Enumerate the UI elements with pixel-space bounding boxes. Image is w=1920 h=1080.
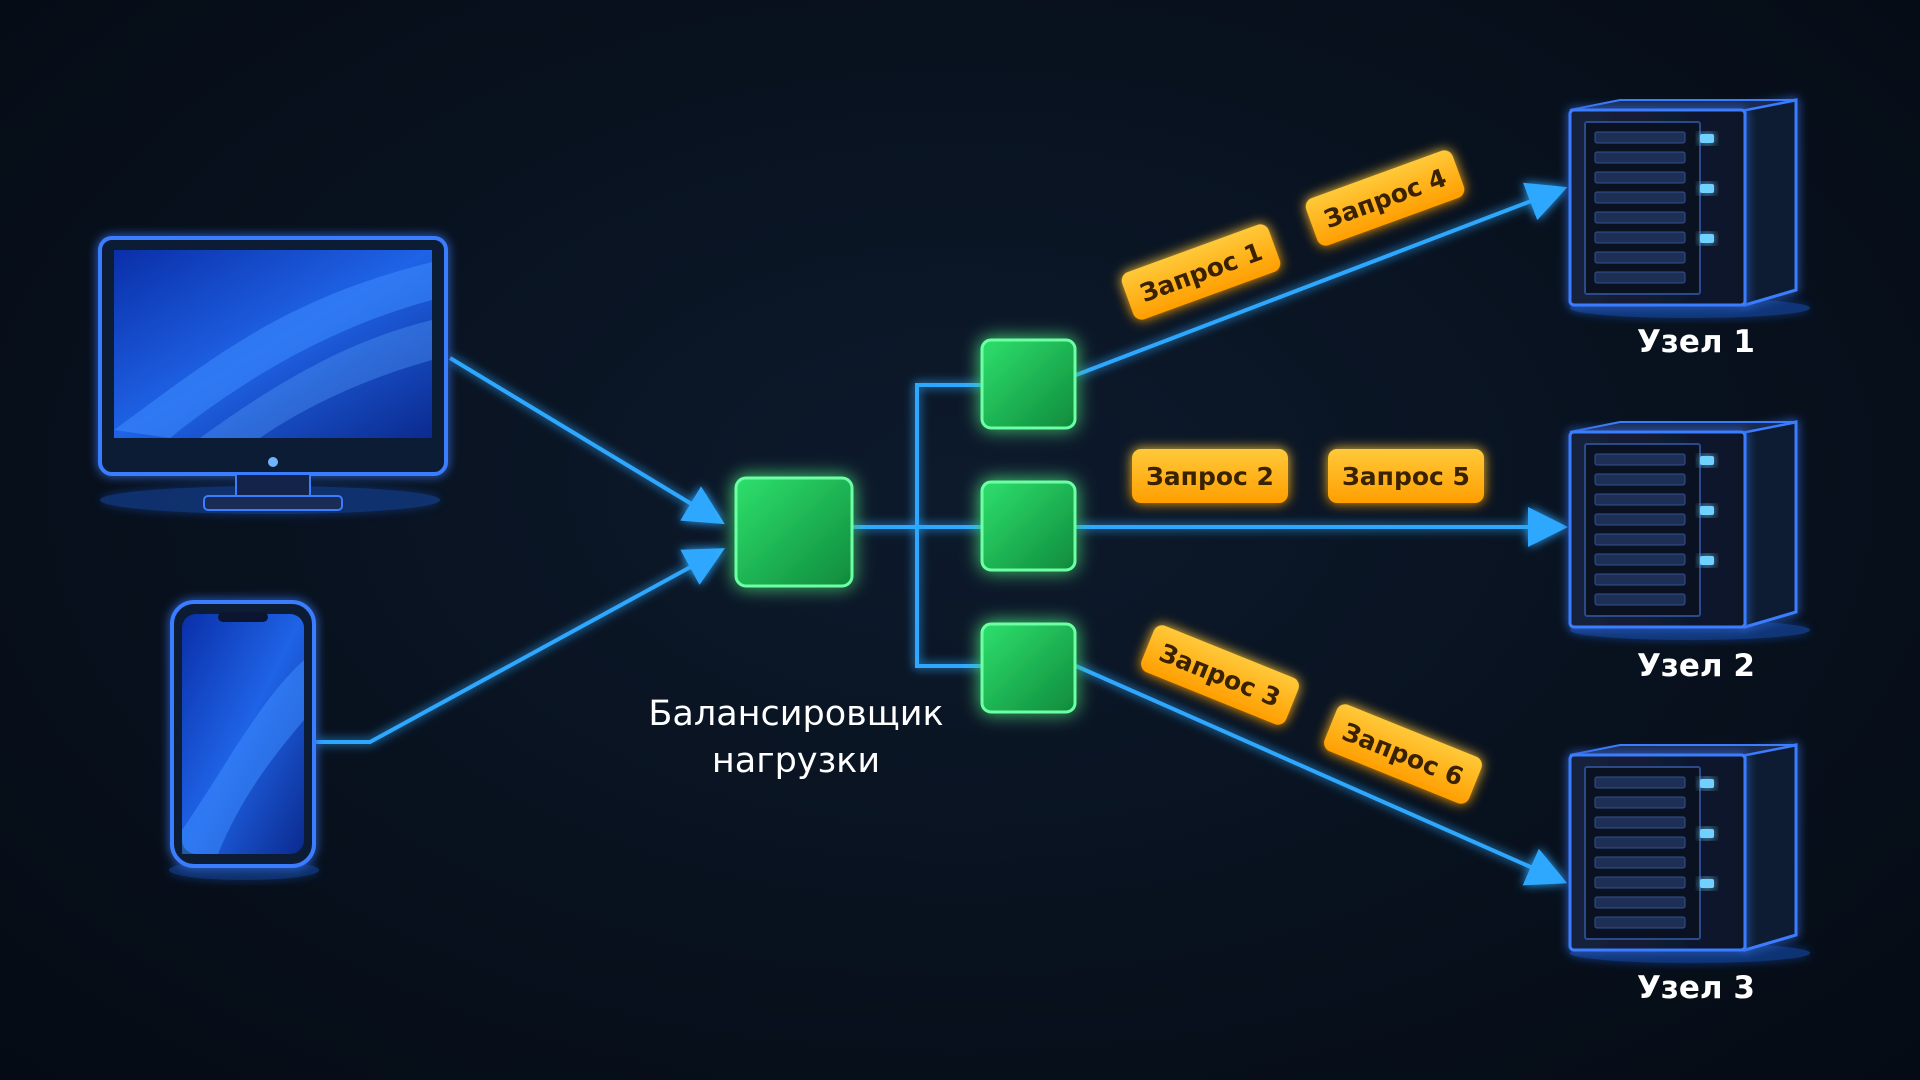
node-label-2: Узел 2 — [1637, 648, 1755, 684]
load-balancer-label-line2: нагрузки — [712, 741, 880, 781]
request-badge-label: Запрос 5 — [1342, 462, 1470, 491]
splitter-cube-2 — [980, 480, 1077, 572]
load-balancer-label-line1: Балансировщик — [648, 694, 943, 734]
request-badge: Запрос 2 — [1132, 449, 1288, 503]
splitter-cubes — [980, 338, 1077, 714]
desktop-monitor-icon — [98, 236, 448, 514]
servers — [1568, 98, 1810, 963]
server-rack-icon — [1568, 743, 1810, 963]
server-rack-icon — [1568, 98, 1810, 318]
line-to-node-3 — [1075, 664, 1568, 886]
connections — [315, 182, 1568, 886]
server-rack-icon — [1568, 420, 1810, 640]
request-badge: Запрос 3 — [1141, 625, 1299, 725]
line-desktop-to-balancer — [448, 356, 725, 525]
node-label-3: Узел 3 — [1637, 970, 1755, 1006]
line-bus-vertical — [915, 383, 985, 668]
splitter-cube-1 — [980, 338, 1077, 430]
load-balancer-icon — [734, 476, 854, 588]
line-to-node-1 — [1075, 182, 1568, 377]
smartphone-icon — [169, 600, 319, 880]
request-badge: Запрос 6 — [1324, 704, 1482, 804]
request-badge-label: Запрос 2 — [1146, 462, 1274, 491]
node-label-1: Узел 1 — [1637, 324, 1755, 360]
line-phone-to-balancer — [315, 548, 726, 744]
request-badge: Запрос 5 — [1328, 449, 1484, 503]
splitter-cube-3 — [980, 622, 1077, 714]
